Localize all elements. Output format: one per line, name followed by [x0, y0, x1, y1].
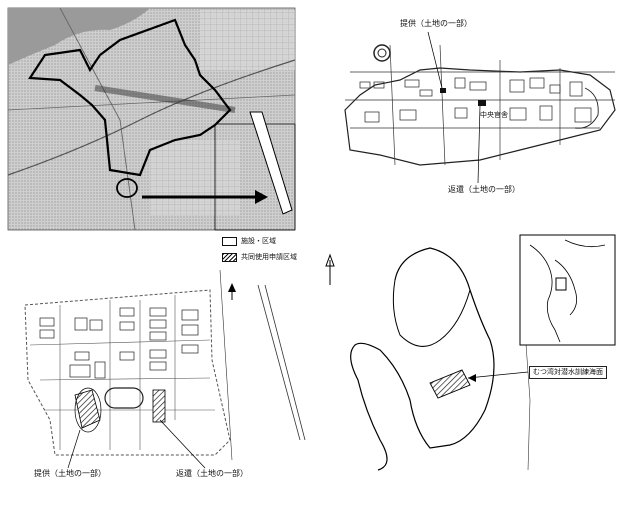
inset-focus-box	[555, 277, 567, 291]
leader-lines	[214, 123, 296, 231]
legend-item-facility: 施設・区域	[222, 236, 276, 246]
base-boundary	[344, 67, 616, 166]
base-map-top-right	[338, 31, 623, 184]
legend-item-joint-use: 共同使用申請区域	[222, 252, 297, 262]
base-boundary-2	[24, 289, 231, 456]
north-arrow-icon	[228, 283, 236, 300]
provision-marker	[440, 88, 446, 93]
north-arrow-icon-2	[325, 253, 335, 285]
provision-area	[74, 389, 101, 429]
central-housing-label: 中央官舎	[480, 111, 508, 119]
training-sea-area	[429, 369, 471, 399]
legend-label-joint-use: 共同使用申請区域	[241, 253, 297, 261]
sea-area	[8, 8, 150, 65]
strip-area	[249, 111, 293, 215]
return-area	[152, 389, 166, 423]
legend-swatch-joint-use	[222, 252, 237, 262]
provision-label-top: 提供（土地の一部）	[400, 19, 472, 28]
return-label-bottom: 返還（土地の一部）	[176, 469, 248, 478]
return-marker	[478, 100, 486, 106]
inset-map	[519, 234, 616, 346]
base-map-bottom-left	[24, 269, 306, 469]
arrow-head	[255, 190, 268, 204]
bay-map	[350, 234, 616, 471]
facility-boundary	[28, 18, 232, 177]
circled-area	[116, 178, 138, 198]
coastline	[350, 247, 495, 471]
legend-swatch-facility	[222, 236, 237, 246]
legend-label-facility: 施設・区域	[241, 237, 276, 245]
return-label-top: 返還（土地の一部）	[448, 185, 520, 194]
track	[104, 387, 144, 409]
training-area-label: むつ湾対潜水訓練海面	[529, 366, 607, 379]
overview-map	[7, 7, 296, 231]
provision-label-bottom: 提供（土地の一部）	[34, 469, 106, 478]
